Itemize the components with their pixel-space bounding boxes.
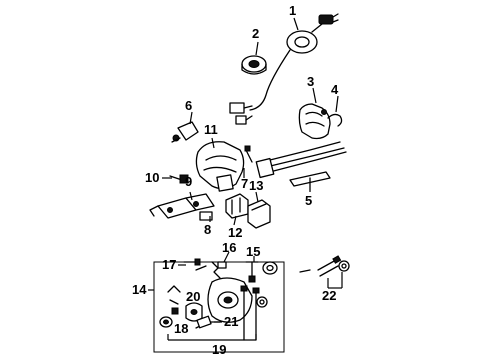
part-6-switch [171, 121, 199, 143]
part-ring [262, 261, 278, 275]
part-bolts-right [240, 285, 268, 341]
part-17-screws [183, 258, 207, 271]
part-15-pin [245, 261, 259, 283]
callout-22: 22 [322, 288, 336, 303]
part-10-fastener [169, 174, 189, 184]
part-4-clip [327, 113, 343, 127]
part-16-spring [211, 261, 227, 279]
callout-11: 11 [204, 122, 218, 137]
part-2-bearing [241, 55, 267, 75]
part-20-key-cylinder [185, 302, 203, 322]
part-3-housing [298, 103, 331, 140]
part-22-bolts [299, 255, 350, 277]
callout-3: 3 [307, 74, 314, 89]
part-13-cover [247, 199, 271, 229]
callout-4: 4 [331, 82, 339, 97]
callout-14: 14 [132, 282, 147, 297]
callout-16: 16 [222, 240, 236, 255]
callout-6: 6 [185, 98, 192, 113]
part-18-retainer [159, 316, 173, 328]
part-19-bracket-line [167, 334, 257, 341]
callout-12: 12 [228, 225, 242, 240]
callout-17: 17 [162, 257, 176, 272]
callout-7: 7 [241, 176, 248, 191]
callout-13: 13 [249, 178, 263, 193]
callout-19: 19 [212, 342, 226, 357]
callout-8: 8 [204, 222, 211, 237]
part-5-shift-rods [255, 141, 347, 191]
part-connector-cluster [229, 102, 253, 125]
part-clips-left [167, 285, 181, 315]
part-7-screw [244, 145, 253, 163]
part-12-bracket [225, 193, 249, 219]
callout-5: 5 [305, 193, 312, 208]
callout-10: 10 [145, 170, 159, 185]
part-11-column-shroud [195, 141, 245, 192]
callout-2: 2 [252, 26, 259, 41]
part-8-9-lever-switch [149, 193, 215, 221]
callout-1: 1 [289, 3, 296, 18]
callout-18: 18 [174, 321, 188, 336]
callout-15: 15 [246, 244, 260, 259]
callout-9: 9 [185, 174, 192, 189]
part-1-coil-assembly [249, 13, 339, 111]
callout-21: 21 [224, 314, 238, 329]
callout-20: 20 [186, 289, 200, 304]
